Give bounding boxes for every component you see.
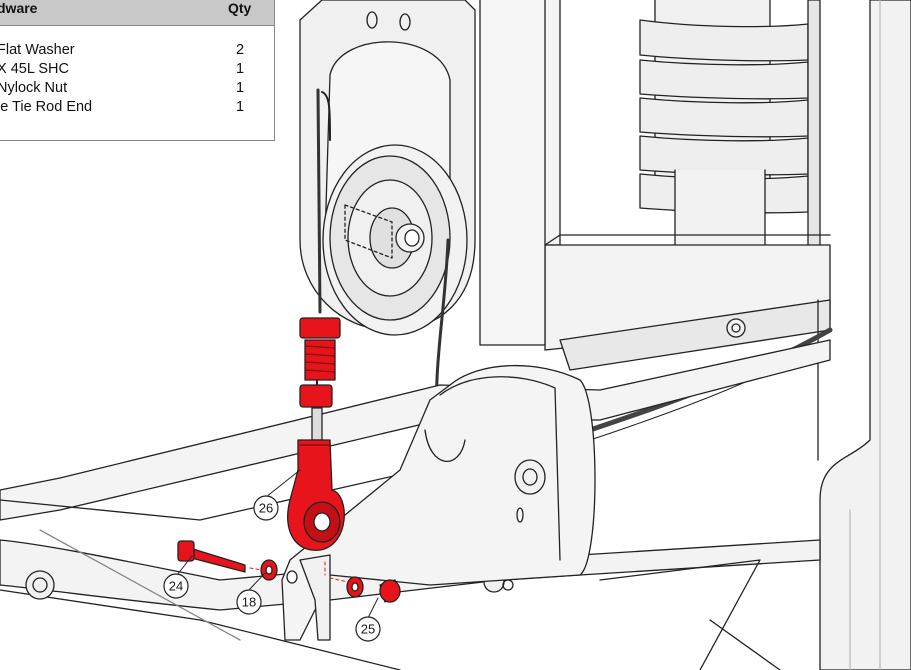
callout-18: 18: [236, 589, 262, 615]
row-description: le Tie Rod End: [0, 99, 93, 115]
row-qty: 1: [235, 61, 245, 77]
row-description: Flat Washer: [0, 42, 75, 58]
hardware-parts-table: dware Qty Flat Washer 2 X 45L SHC 1 Nylo…: [0, 0, 275, 141]
row-description: X 45L SHC: [0, 61, 69, 77]
table-row: le Tie Rod End 1: [0, 99, 274, 118]
svg-text:26: 26: [259, 501, 273, 516]
callout-26: 26: [253, 495, 279, 521]
table-header: dware Qty: [0, 0, 274, 26]
row-qty: 1: [235, 80, 245, 96]
svg-text:18: 18: [242, 595, 256, 610]
shc-bolt: [177, 540, 246, 573]
assembly-centerline: [249, 561, 349, 583]
table-row: Flat Washer 2: [0, 42, 274, 61]
row-qty: 2: [235, 42, 245, 58]
row-description: Nylock Nut: [0, 80, 68, 96]
threaded-rod-assembly: [299, 317, 341, 441]
callout-24: 24: [163, 573, 189, 599]
upper-pulley: [322, 144, 468, 336]
flat-washer: [260, 559, 364, 598]
callout-25: 25: [355, 616, 381, 642]
tie-rod-end: [286, 439, 345, 551]
svg-text:25: 25: [361, 622, 375, 637]
header-qty: Qty: [228, 0, 252, 16]
weight-stack-frame: [539, 0, 831, 371]
nylock-nut: [379, 579, 401, 603]
lower-pulley-bracket: [281, 364, 596, 641]
row-qty: 1: [235, 99, 245, 115]
right-upright: [817, 0, 911, 670]
table-row: X 45L SHC 1: [0, 61, 274, 80]
table-row: Nylock Nut 1: [0, 80, 274, 99]
leader-lines: [176, 469, 379, 619]
svg-text:24: 24: [169, 579, 183, 594]
header-description: dware: [0, 0, 38, 16]
